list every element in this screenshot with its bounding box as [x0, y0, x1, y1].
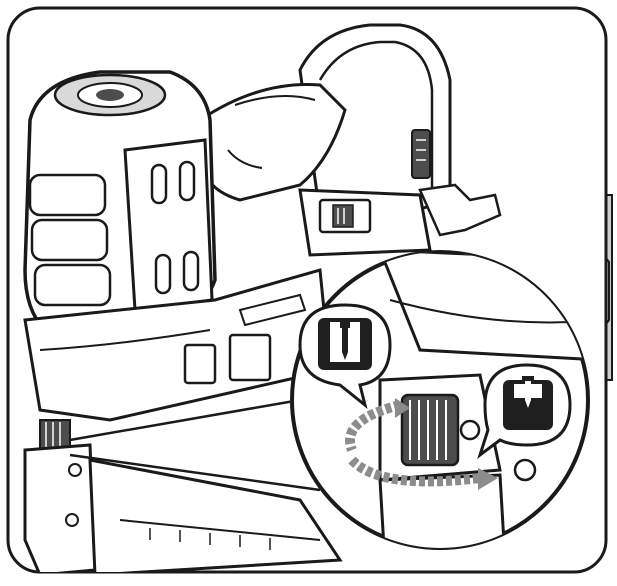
callout-lines [69, 398, 321, 492]
magazine [88, 458, 343, 572]
rear-housing [298, 23, 452, 217]
motor-housing [23, 70, 217, 332]
depth-adjust-wheel [400, 393, 460, 467]
lower-body [23, 268, 332, 422]
tool-drawing [23, 23, 590, 572]
nail-shallow-depth-icon [298, 303, 392, 409]
nose-piece [23, 419, 112, 572]
trigger-area [298, 183, 502, 257]
nail-deep-depth-icon [477, 363, 572, 460]
handle [198, 82, 347, 202]
rotate-arrows-icon [345, 398, 498, 490]
